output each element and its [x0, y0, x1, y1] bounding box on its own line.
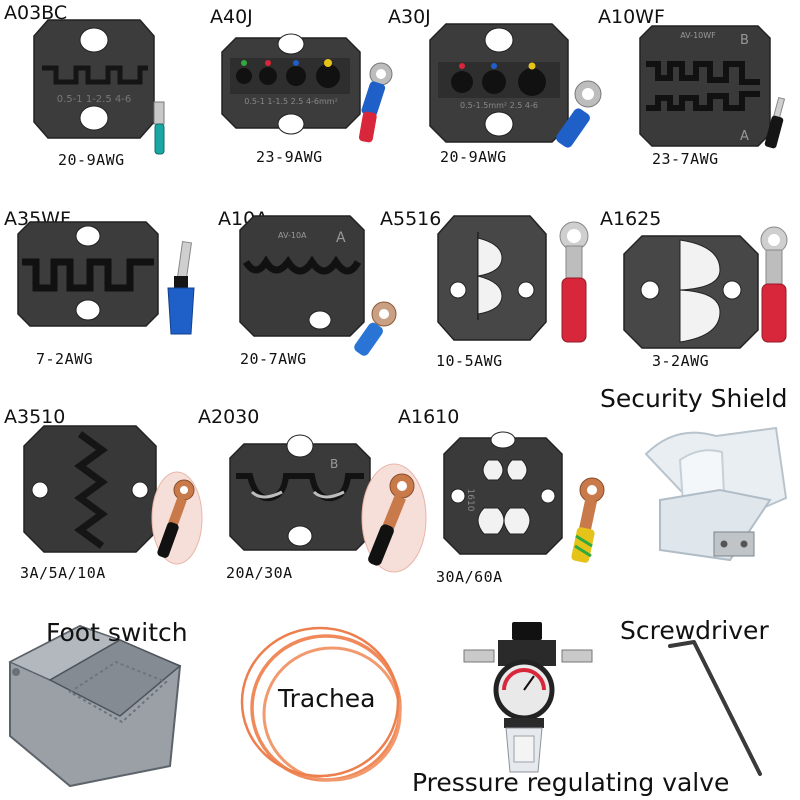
security-shield-image	[640, 420, 790, 580]
die-model-label: A2030	[198, 406, 260, 428]
trachea-hose-image	[240, 618, 420, 796]
security-shield-label: Security Shield	[600, 384, 788, 413]
crimp-die-a2030: B	[229, 428, 371, 554]
die-engraving: AV-10WF	[680, 31, 716, 40]
die-model-label: A40J	[210, 6, 253, 28]
crimp-die-a30j: 0.5-1.5mm² 2.5 4-6	[429, 20, 569, 146]
die-engraving: 1610	[465, 489, 475, 512]
die-model-label: A3510	[4, 406, 66, 428]
die-letter: B	[740, 33, 749, 48]
crimp-die-a1625	[623, 234, 759, 350]
foot-switch-image	[0, 612, 190, 792]
die-spec-label: 30A/60A	[436, 568, 503, 586]
die-engraving: 0.5-1 1-2.5 4-6	[57, 94, 131, 105]
ring-terminal-image	[355, 60, 395, 148]
die-engraving: 0.5-1 1-1.5 2.5 4-6mm²	[244, 97, 338, 106]
die-engraving: AV-10A	[278, 231, 307, 240]
copper-tube-terminal-image	[150, 470, 204, 566]
die-spec-label: 23-7AWG	[652, 150, 719, 168]
pressure-valve-label: Pressure regulating valve	[412, 768, 730, 797]
die-spec-label: 20A/30A	[226, 564, 293, 582]
die-model-label: A1625	[600, 208, 662, 230]
die-letter: A	[740, 129, 749, 144]
crimp-die-a3510	[23, 424, 157, 554]
copper-tube-terminal-image	[360, 462, 428, 576]
die-spec-label: 7-2AWG	[36, 350, 94, 368]
die-spec-label: 20-9AWG	[440, 148, 507, 166]
cord-end-terminal-image	[762, 96, 792, 152]
copper-tube-terminal-image	[560, 476, 614, 566]
tube-terminal-image	[752, 224, 798, 344]
ring-terminal-image	[350, 300, 400, 362]
foot-switch-label: Foot switch	[46, 618, 188, 647]
die-spec-label: 20-7AWG	[240, 350, 307, 368]
hex-key-screwdriver-image	[664, 638, 774, 782]
crimp-die-a03bc: 0.5-1 1-2.5 4-6	[33, 18, 155, 140]
die-model-label: A5516	[380, 208, 442, 230]
die-engraving: 0.5-1.5mm² 2.5 4-6	[460, 101, 538, 110]
crimp-die-a10a: AV-10A A	[239, 214, 365, 338]
die-spec-label: 10-5AWG	[436, 352, 503, 370]
die-spec-label: 23-9AWG	[256, 148, 323, 166]
ring-terminal-image	[556, 78, 606, 156]
crimp-die-a1610: 1610	[443, 430, 563, 560]
die-model-label: A1610	[398, 406, 460, 428]
die-spec-label: 3-2AWG	[652, 352, 710, 370]
flag-terminal-image	[148, 100, 174, 158]
pressure-valve-image	[458, 618, 598, 778]
tube-terminal-image	[550, 218, 600, 346]
trachea-label: Trachea	[278, 684, 376, 713]
die-letter: A	[336, 230, 346, 246]
crimp-die-a35wf	[17, 218, 159, 330]
die-spec-label: 3A/5A/10A	[20, 564, 106, 582]
crimp-die-a5516	[437, 212, 547, 344]
die-model-label: A03BC	[4, 2, 68, 24]
die-model-label: A10WF	[598, 6, 665, 28]
die-model-label: A30J	[388, 6, 431, 28]
die-spec-label: 20-9AWG	[58, 151, 125, 169]
cord-end-terminal-image	[158, 238, 198, 340]
crimp-die-a10wf: AV-10WF B A	[639, 24, 771, 148]
screwdriver-label: Screwdriver	[620, 616, 769, 645]
die-letter: B	[330, 457, 338, 471]
crimp-die-a40j: 0.5-1 1-1.5 2.5 4-6mm²	[221, 28, 361, 138]
